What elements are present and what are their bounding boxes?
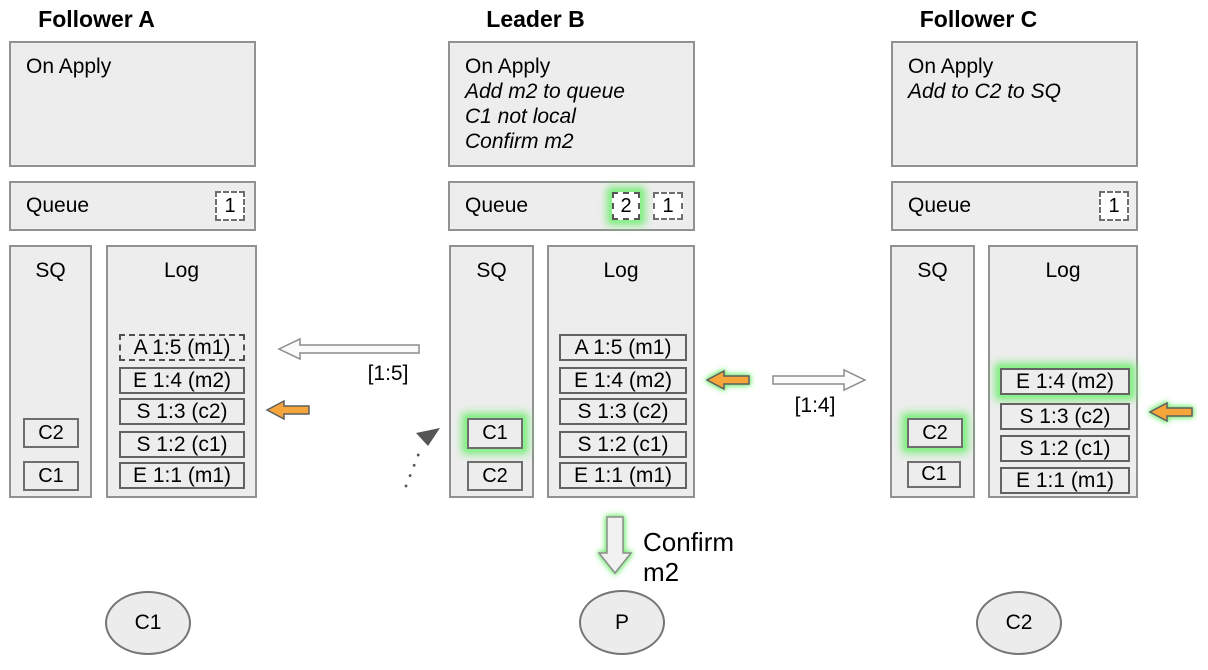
log-label: Log bbox=[163, 259, 200, 282]
apply-arrow-b-icon bbox=[705, 369, 750, 391]
on-apply-note: Confirm m2 bbox=[465, 130, 574, 153]
log-entry: E 1:1 (m1) bbox=[1000, 467, 1130, 494]
log-entry: S 1:3 (c2) bbox=[119, 398, 245, 425]
sq-item: C2 bbox=[467, 461, 523, 491]
log-entry: E 1:1 (m1) bbox=[559, 462, 687, 489]
log-panel-b: Log A 1:5 (m1) E 1:4 (m2) S 1:3 (c2) S 1… bbox=[547, 245, 695, 498]
queue-label: Queue bbox=[908, 194, 972, 217]
queue-item: 1 bbox=[215, 191, 245, 221]
sq-panel-c: SQ C2 C1 bbox=[890, 245, 975, 498]
replicate-arrow-b-to-c-icon bbox=[772, 368, 867, 392]
queue-label: Queue bbox=[465, 194, 529, 217]
log-entry: E 1:4 (m2) bbox=[1000, 368, 1130, 395]
queue-panel-c: Queue 1 bbox=[891, 181, 1138, 231]
log-entry: S 1:3 (c2) bbox=[1000, 403, 1130, 430]
confirm-line-2: m2 bbox=[643, 557, 680, 587]
apply-arrow-c-icon bbox=[1148, 401, 1193, 423]
log-label: Log bbox=[603, 259, 639, 282]
client-ellipse-c1: C1 bbox=[105, 591, 191, 655]
queue-panel-a: Queue 1 bbox=[9, 181, 256, 231]
log-panel-a: Log A 1:5 (m1) E 1:4 (m2) S 1:3 (c2) S 1… bbox=[106, 245, 257, 498]
on-apply-panel-a: On Apply bbox=[9, 41, 256, 167]
apply-arrow-a-icon bbox=[265, 399, 310, 421]
sq-item: C1 bbox=[467, 418, 523, 449]
sq-panel-b: SQ C1 C2 bbox=[449, 245, 534, 498]
log-entry: A 1:5 (m1) bbox=[119, 334, 245, 361]
client-ellipse-p: P bbox=[579, 590, 665, 655]
log-entry: E 1:4 (m2) bbox=[559, 367, 687, 394]
confirm-arrow-down-icon bbox=[597, 516, 633, 575]
log-entry: S 1:2 (c1) bbox=[559, 431, 687, 458]
queue-item: 1 bbox=[1099, 191, 1129, 221]
log-entry: S 1:2 (c1) bbox=[119, 431, 245, 458]
sq-panel-a: SQ C2 C1 bbox=[9, 245, 92, 498]
replicate-range-label: [1:4] bbox=[794, 394, 836, 417]
log-panel-c: Log E 1:4 (m2) S 1:3 (c2) S 1:2 (c1) E 1… bbox=[988, 245, 1138, 498]
log-entry: E 1:1 (m1) bbox=[119, 462, 245, 489]
log-entry: S 1:2 (c1) bbox=[1000, 435, 1130, 462]
dotted-pointer-to-sq-c1-icon bbox=[404, 428, 440, 488]
on-apply-heading: On Apply bbox=[908, 55, 994, 78]
replicate-arrow-b-to-a-icon bbox=[277, 337, 420, 361]
on-apply-panel-b: On Apply Add m2 to queue C1 not local Co… bbox=[448, 41, 695, 167]
sq-label: SQ bbox=[35, 259, 66, 282]
sq-item: C1 bbox=[23, 461, 79, 491]
log-entry: S 1:3 (c2) bbox=[559, 398, 687, 425]
queue-item: 1 bbox=[653, 192, 683, 220]
on-apply-note: C1 not local bbox=[465, 105, 576, 128]
log-label: Log bbox=[1045, 259, 1081, 282]
on-apply-panel-c: On Apply Add to C2 to SQ bbox=[891, 41, 1138, 167]
on-apply-heading: On Apply bbox=[465, 55, 551, 78]
node-title-leader-b: Leader B bbox=[486, 6, 585, 32]
replicate-range-label: [1:5] bbox=[367, 362, 409, 385]
client-ellipse-c2: C2 bbox=[976, 591, 1062, 655]
log-entry: A 1:5 (m1) bbox=[559, 334, 687, 361]
sq-item: C1 bbox=[907, 461, 961, 488]
sq-label: SQ bbox=[476, 259, 507, 282]
on-apply-note: Add to C2 to SQ bbox=[908, 80, 1061, 103]
confirm-line-1: Confirm bbox=[643, 527, 735, 557]
queue-label: Queue bbox=[26, 194, 90, 217]
sq-item: C2 bbox=[23, 418, 79, 448]
node-title-follower-a: Follower A bbox=[38, 6, 155, 32]
sq-item: C2 bbox=[907, 418, 963, 448]
confirm-message-label: Confirm m2 bbox=[643, 527, 783, 587]
queue-panel-b: Queue 2 1 bbox=[448, 181, 695, 231]
log-entry: E 1:4 (m2) bbox=[119, 367, 245, 394]
on-apply-heading: On Apply bbox=[26, 55, 112, 78]
sq-label: SQ bbox=[917, 259, 948, 282]
queue-item: 2 bbox=[612, 192, 640, 220]
on-apply-note: Add m2 to queue bbox=[465, 80, 625, 103]
node-title-follower-c: Follower C bbox=[919, 6, 1038, 32]
